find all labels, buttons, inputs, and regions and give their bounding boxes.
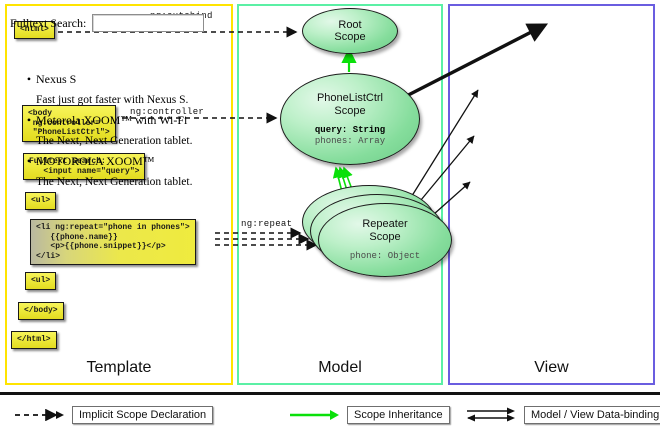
bullet-icon: • <box>26 72 32 86</box>
scope-phonelistctrl: PhoneListCtrl Scope query: String phones… <box>280 73 420 165</box>
dashed-arrow-icon <box>15 409 64 421</box>
connector-label-ng-controller: ng:controller <box>130 107 205 117</box>
scope-phonelistctrl-title-1: PhoneListCtrl <box>316 91 384 104</box>
code-box-html-close: </html> <box>11 331 57 349</box>
scope-phonelistctrl-vars: query: String phones: Array <box>315 125 385 147</box>
code-box-search-input: Fulltext Search: <input name="query"> <box>23 153 146 180</box>
scope-repeater: Repeater Scope phone: Object <box>318 203 452 277</box>
scope-repeater-title-1: Repeater <box>362 218 408 230</box>
scope-var-phone: phone: Object <box>349 251 421 261</box>
connector-label-ng-repeat: ng:repeat <box>241 219 293 229</box>
green-arrow-icon <box>290 410 339 420</box>
code-box-body-open: <body ng:controller= "PhoneListCtrl"> <box>22 105 116 142</box>
code-box-ul-open: <ul> <box>25 192 57 210</box>
legend-divider <box>0 392 660 395</box>
legend-label: Model / View Data-binding <box>524 406 660 424</box>
double-arrow-icon <box>467 407 515 422</box>
legend-model-view-data-binding: Model / View Data-binding <box>466 406 660 424</box>
code-box-ul-close: <ul> <box>25 272 57 290</box>
scope-repeater-title-2: Scope <box>369 231 401 243</box>
scope-root-title-1: Root <box>338 19 362 31</box>
legend-scope-inheritance: Scope Inheritance <box>289 406 450 424</box>
scope-root: Root Scope <box>302 8 398 54</box>
list-item-snippet: The Next, Next Generation tablet. <box>36 176 193 188</box>
legend-implicit-scope-declaration: Implicit Scope Declaration <box>14 406 214 424</box>
legend-label: Implicit Scope Declaration <box>72 406 214 424</box>
phone-list: • Nexus S Fast just got faster with Nexu… <box>22 72 202 195</box>
bullet-icon: • <box>26 113 32 127</box>
search-input[interactable] <box>92 14 205 32</box>
list-item[interactable]: • Motorola XOOM™ with Wi-Fi The Next, Ne… <box>22 113 202 147</box>
scope-repeater-vars: phone: Object <box>350 251 420 262</box>
list-item-title: Motorola XOOM™ with Wi-Fi <box>36 113 188 127</box>
scope-var-query: query: String <box>314 124 386 135</box>
list-item-snippet: Fast just got faster with Nexus S. <box>36 94 189 106</box>
view-search-label: Fulltext Search: <box>10 15 87 30</box>
code-box-li-repeat: <li ng:repeat="phone in phones"> {{phone… <box>30 219 196 265</box>
panel-view-label: View <box>534 359 569 376</box>
code-box-body-close: </body> <box>18 302 64 320</box>
scope-root-title-2: Scope <box>334 31 366 43</box>
list-item-title: MOTOROLA XOOM™ <box>36 154 155 168</box>
list-item[interactable]: • MOTOROLA XOOM™ The Next, Next Generati… <box>22 154 202 188</box>
scope-phonelistctrl-title-2: Scope <box>334 104 366 117</box>
list-item-snippet: The Next, Next Generation tablet. <box>36 135 193 147</box>
panel-model-label: Model <box>318 359 362 376</box>
panel-template-label: Template <box>86 359 152 376</box>
view-search-row: Fulltext Search: <box>10 14 205 32</box>
panel-view: View <box>448 4 655 385</box>
code-box-html-open: <html> <box>14 21 55 39</box>
list-item-title: Nexus S <box>36 72 77 86</box>
list-item[interactable]: • Nexus S Fast just got faster with Nexu… <box>22 72 202 106</box>
bullet-icon: • <box>26 154 32 168</box>
scope-var-phones: phones: Array <box>314 135 386 146</box>
legend-label: Scope Inheritance <box>347 406 450 424</box>
